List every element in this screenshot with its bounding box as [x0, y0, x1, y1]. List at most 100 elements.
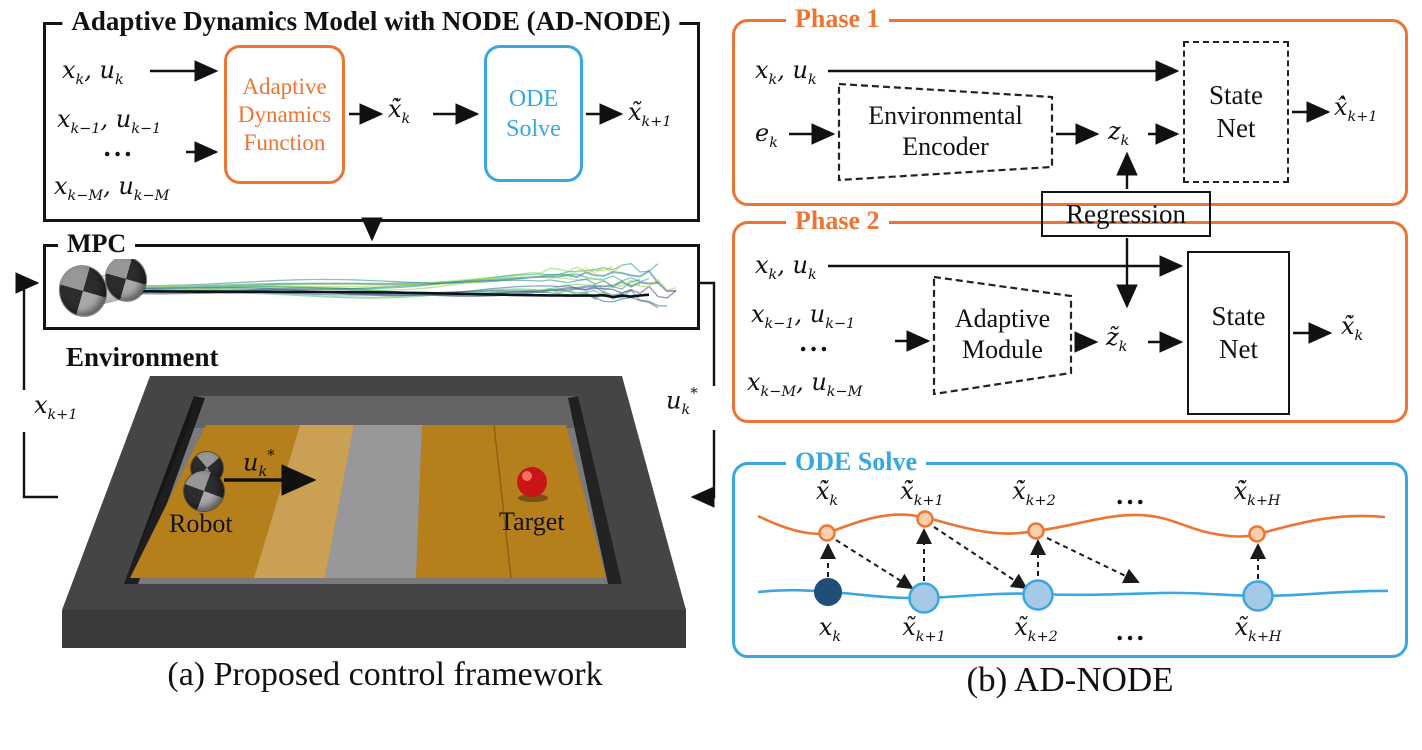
mpc-box [43, 244, 700, 330]
env-control-label: uk* [243, 446, 275, 481]
dashed-trapezoids [837, 82, 1073, 396]
encoder-line-2: Encoder [902, 132, 989, 161]
adaptive-module-shape [932, 275, 1073, 396]
robot-label: Robot [169, 509, 233, 538]
p2-input-dots: ... [799, 328, 831, 357]
phase1-title: Phase 1 [786, 4, 889, 34]
mpc-label: MPC [58, 229, 136, 259]
mpc-trajectories [117, 262, 677, 309]
state-node-k [814, 578, 842, 606]
floor-seam-line [493, 424, 512, 579]
p1-latent-label: zk [1108, 117, 1130, 149]
p2-statenet-line-2: Net [1219, 334, 1258, 364]
ode-bottom-dots: ... [1115, 617, 1147, 646]
p1-statenet-line-1: State [1209, 80, 1263, 110]
trajectory-line [117, 278, 641, 294]
target-label: Target [499, 507, 565, 536]
state-node-kH [1242, 580, 1274, 612]
p2-input-2: xk−1, uk−1 [751, 300, 856, 332]
target-shadow [518, 494, 548, 502]
deriv-node-k2 [1027, 522, 1045, 540]
module-line-1: Adaptive [954, 304, 1051, 333]
ode-top-label-k1: ẋ̃k+1 [900, 477, 944, 509]
ode-top-label-k2: ẋ̃k+2 [1012, 477, 1056, 509]
feedback-control-label: uk* [666, 384, 698, 419]
environmental-encoder-label: Environmental Encoder [839, 100, 1052, 162]
trajectory-line [117, 265, 614, 295]
ode-top-dots: ... [1115, 481, 1147, 510]
feedback-state-lower-line [22, 432, 58, 499]
state-node-k2 [1022, 579, 1054, 611]
regression-box: Regression [1041, 191, 1211, 237]
ode-top-label-k: ẋ̃k [815, 477, 839, 509]
deriv-label: ẋ̃k [388, 95, 411, 127]
deriv-node-kH [1248, 525, 1266, 543]
phase2-title: Phase 2 [786, 206, 889, 236]
deriv-node-k [818, 524, 836, 542]
phase2-box [732, 221, 1408, 423]
target-ball-highlight [522, 471, 532, 481]
ode-solve-curves [757, 510, 1389, 614]
adf-line-1: Adaptive [242, 73, 327, 99]
ode-solve-title: ODE Solve [786, 447, 927, 477]
ode-bottom-label-k2: x̃k+2 [1014, 613, 1058, 645]
feedback-control-upper-line [700, 281, 716, 386]
target-ball [517, 467, 547, 497]
adnode-input-dots: ... [103, 133, 135, 162]
deriv-node-k1 [916, 510, 934, 528]
floor-orange-right [416, 425, 606, 578]
adf-line-3: Function [243, 129, 326, 155]
p2-output-label: ẋ̃k [1341, 312, 1364, 344]
environment-scene [62, 376, 686, 648]
p2-input-3: xk−M, uk−M [747, 368, 863, 400]
phase1-box [732, 19, 1408, 206]
regression-label: Regression [1066, 198, 1186, 229]
adnode-input-1: xk, uk [62, 56, 124, 88]
p2-input-1: xk, uk [755, 251, 817, 283]
adnode-title: Adaptive Dynamics Model with NODE (AD-NO… [62, 6, 680, 37]
ode-top-label-kH: ẋ̃k+H [1233, 477, 1281, 509]
floor-tan-band [254, 425, 354, 578]
trajectory-center-line [117, 289, 650, 299]
p1-statenet-line-2: Net [1216, 113, 1256, 143]
ode-bottom-label-k1: x̃k+1 [902, 613, 946, 645]
p1-output-label: ẋ̂k+1 [1334, 93, 1378, 125]
ode-solve-box: ODE Solve [484, 45, 583, 182]
ode-line-2: Solve [506, 115, 561, 142]
ode-line-1: ODE [508, 85, 559, 112]
inner-right-shadow [568, 396, 622, 584]
p2-statenet-line-1: State [1211, 301, 1266, 331]
p2-state-net-box: State Net [1187, 251, 1290, 415]
solid-arrows [15, 60, 1333, 508]
feedback-control-arrow [690, 430, 716, 508]
caption-a: (a) Proposed control framework [167, 656, 603, 693]
adnode-input-3: xk−M, uk−M [54, 172, 170, 204]
adf-line-2: Dynamics [237, 101, 332, 127]
p1-state-net-box: State Net [1183, 41, 1289, 183]
adnode-input-2: xk−1, uk−1 [57, 105, 162, 137]
module-line-2: Module [962, 335, 1043, 364]
ode-dashed-arrows [820, 526, 1266, 590]
trajectory-line [117, 273, 650, 292]
ode-bottom-label-kH: x̃k+H [1234, 613, 1282, 645]
environmental-encoder-shape [837, 82, 1054, 182]
ode-solve-panel [732, 462, 1408, 658]
p2-latent-label: z̃k [1106, 323, 1128, 355]
environment-label: Environment [66, 342, 219, 372]
feedback-plain-lines [22, 281, 716, 499]
ode-bottom-label-k: xk [818, 613, 842, 645]
floor-gray-band [325, 425, 422, 578]
ode-nodes [814, 510, 1274, 614]
next-state-label: x̃k+1 [628, 98, 672, 130]
adaptive-module-label: Adaptive Module [934, 303, 1071, 365]
encoder-line-1: Environmental [868, 101, 1023, 130]
p1-input-state: xk, uk [755, 56, 817, 88]
p1-input-env: ek [755, 119, 778, 151]
adaptive-dynamics-function-box: Adaptive Dynamics Function [224, 45, 345, 184]
state-node-k1 [908, 582, 940, 614]
inner-left-shadow [124, 396, 205, 584]
feedback-state-arrow [15, 272, 40, 390]
caption-b: (b) AD-NODE [966, 660, 1174, 699]
